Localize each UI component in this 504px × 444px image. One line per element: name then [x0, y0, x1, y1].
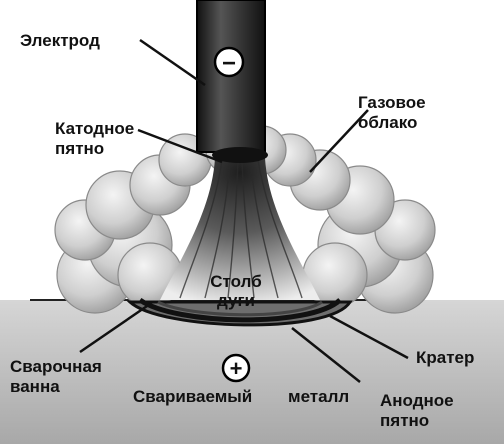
cathode-spot — [212, 147, 268, 163]
label-arc-column-line2: дуги — [217, 291, 255, 310]
anode-spot-line — [157, 300, 323, 317]
label-anode-spot-line2: пятно — [380, 411, 429, 430]
label-weld-pool-line1: Сварочная — [10, 357, 102, 376]
arc-streaks — [179, 159, 303, 299]
label-base-metal-word2: металл — [288, 387, 349, 406]
workpiece-polarity-badge — [221, 353, 251, 383]
label-arc-column-line1: Столб — [210, 272, 261, 291]
electrode-polarity-badge — [213, 46, 245, 78]
electrode-polarity-symbol: − — [222, 50, 236, 77]
label-cathode-spot-line1: Катодное — [55, 119, 134, 138]
arc-column — [160, 158, 320, 300]
workpiece-polarity-symbol: + — [230, 356, 243, 381]
label-gas-cloud-line2: облако — [358, 113, 417, 132]
label-electrode: Электрод — [20, 31, 100, 50]
crater-rim — [138, 297, 342, 323]
leader-lines — [79, 38, 409, 383]
label-weld-pool-line2: ванна — [10, 377, 60, 396]
label-crater: Кратер — [416, 348, 474, 367]
label-gas-cloud-line1: Газовое — [358, 93, 426, 112]
label-anode-spot-line1: Анодное — [380, 391, 454, 410]
label-cathode-spot-line2: пятно — [55, 139, 104, 158]
label-base-metal-word1: Свариваемый — [133, 387, 252, 406]
